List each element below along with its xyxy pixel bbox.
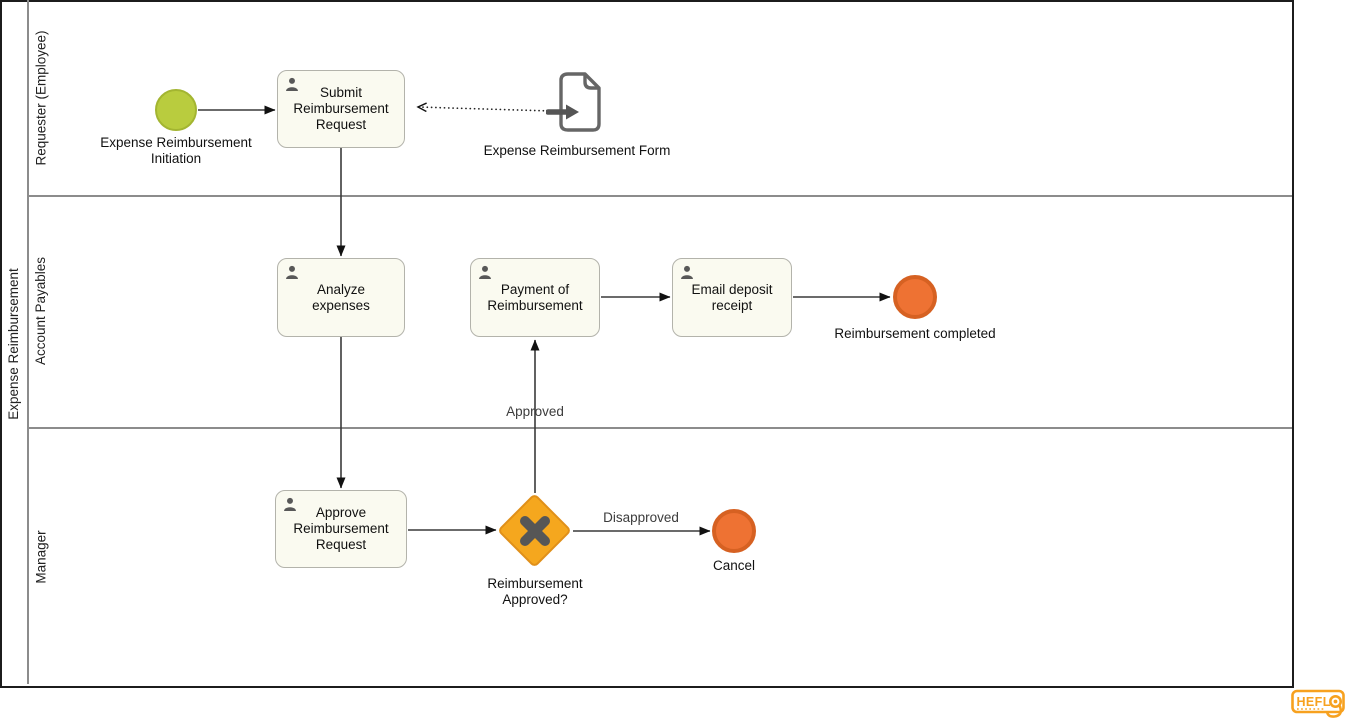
flow-label-approved: Approved	[506, 404, 564, 419]
task-payment-of-reimbursement[interactable]: Payment of Reimbursement	[470, 258, 600, 337]
start-event[interactable]	[155, 89, 197, 131]
lane-divider-2	[29, 427, 1292, 429]
task-label: Submit Reimbursement Request	[293, 85, 389, 132]
end-event-cancel[interactable]	[712, 509, 756, 553]
end-event-completed[interactable]	[893, 275, 937, 319]
lane-label-manager: Manager	[33, 530, 49, 584]
end-event-cancel-label: Cancel	[712, 558, 756, 573]
end-event-completed-label: Reimbursement completed	[834, 326, 996, 341]
task-label: Analyze expenses	[312, 281, 370, 313]
heflo-logo[interactable]: HEFL	[1290, 688, 1349, 722]
pool-expense-reimbursement	[0, 0, 1294, 688]
user-icon	[681, 265, 693, 279]
start-event-label: Expense Reimbursement Initiation	[100, 135, 252, 166]
task-label: Approve Reimbursement Request	[293, 505, 389, 552]
user-icon	[479, 265, 491, 279]
pool-label: Expense Reimbursement	[6, 268, 21, 420]
lane-label-account-payables: Account Payables	[33, 256, 48, 366]
user-icon	[286, 265, 298, 279]
pool-label-divider	[27, 0, 29, 684]
data-object-label: Expense Reimbursement Form	[483, 143, 671, 158]
task-label: Payment of Reimbursement	[487, 281, 583, 313]
task-label: Email deposit receipt	[691, 281, 773, 313]
task-submit-reimbursement-request[interactable]: Submit Reimbursement Request	[277, 70, 405, 148]
data-object-icon[interactable]	[546, 71, 602, 133]
lane-label-requester: Requester (Employee)	[33, 30, 49, 166]
user-icon	[286, 77, 298, 91]
flow-label-disapproved: Disapproved	[603, 510, 679, 525]
lane-divider-1	[29, 195, 1292, 197]
x-gateway-icon	[520, 516, 550, 546]
task-email-deposit-receipt[interactable]: Email deposit receipt	[672, 258, 792, 337]
user-icon	[284, 497, 296, 511]
task-approve-reimbursement-request[interactable]: Approve Reimbursement Request	[275, 490, 407, 568]
gateway-label: Reimbursement Approved?	[487, 576, 583, 607]
data-input-arrow-icon	[546, 104, 579, 120]
task-analyze-expenses[interactable]: Analyze expenses	[277, 258, 405, 337]
heflo-logo-text: HEFL	[1297, 695, 1331, 709]
